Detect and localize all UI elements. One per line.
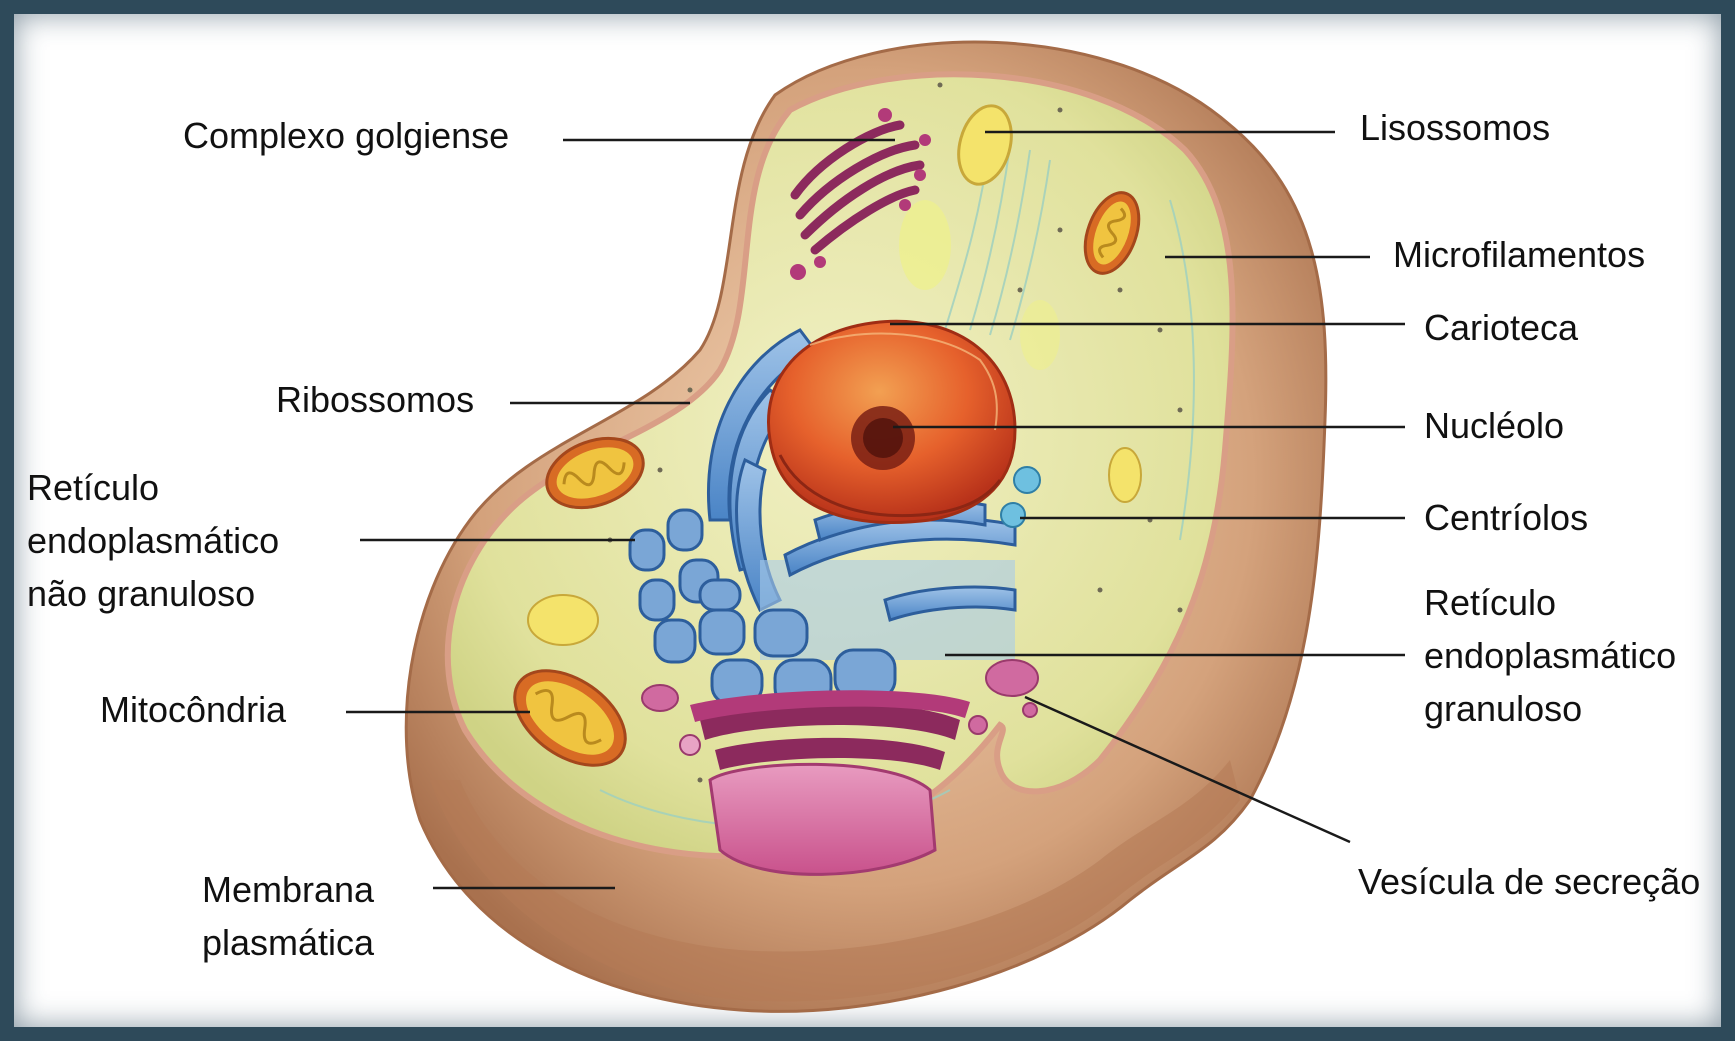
lysosome: [1020, 300, 1060, 370]
lysosome: [899, 200, 951, 290]
nucleus: [768, 321, 1015, 522]
label-complexo-golgiense: Complexo golgiense: [183, 109, 509, 162]
label-membrana-plasmatica: Membrana plasmática: [202, 863, 374, 969]
label-vesicula-secrecao: Vesícula de secreção: [1358, 855, 1700, 908]
label-ribossomos: Ribossomos: [276, 373, 474, 426]
label-mitocondria: Mitocôndria: [100, 683, 286, 736]
label-carioteca: Carioteca: [1424, 301, 1578, 354]
lysosome: [528, 595, 598, 645]
label-reticulo-granuloso: Retículo endoplasmático granuloso: [1424, 576, 1676, 735]
label-reticulo-nao-granuloso: Retículo endoplasmático não granuloso: [27, 461, 279, 620]
label-lisossomos: Lisossomos: [1360, 101, 1550, 154]
label-centriolos: Centríolos: [1424, 491, 1588, 544]
lysosome: [1109, 448, 1141, 502]
label-nucleolo: Nucléolo: [1424, 399, 1564, 452]
label-microfilamentos: Microfilamentos: [1393, 228, 1645, 281]
